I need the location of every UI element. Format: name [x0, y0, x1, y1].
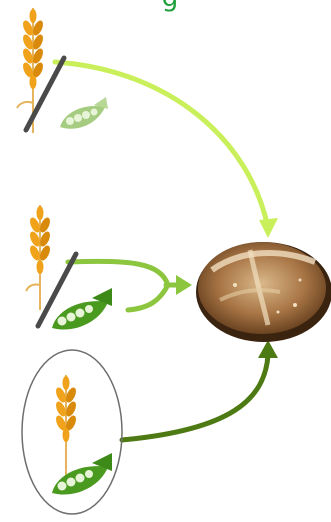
arrow-middle-lower	[128, 285, 168, 310]
wheat-icon	[17, 8, 45, 133]
arrow-top-head	[259, 218, 278, 238]
arrow-bottom	[122, 355, 268, 440]
wheat-icon	[54, 375, 78, 480]
pea-pod-icon	[52, 288, 112, 330]
pea-pod-icon	[60, 97, 108, 129]
arrow-bottom-head	[258, 340, 278, 358]
pea-pod-icon	[52, 453, 112, 495]
bread-loaf-icon	[196, 242, 331, 342]
wheat-icon	[26, 205, 52, 310]
arrow-middle-head	[176, 275, 192, 295]
arrow-middle-upper	[68, 261, 168, 285]
arrow-top	[55, 62, 268, 228]
